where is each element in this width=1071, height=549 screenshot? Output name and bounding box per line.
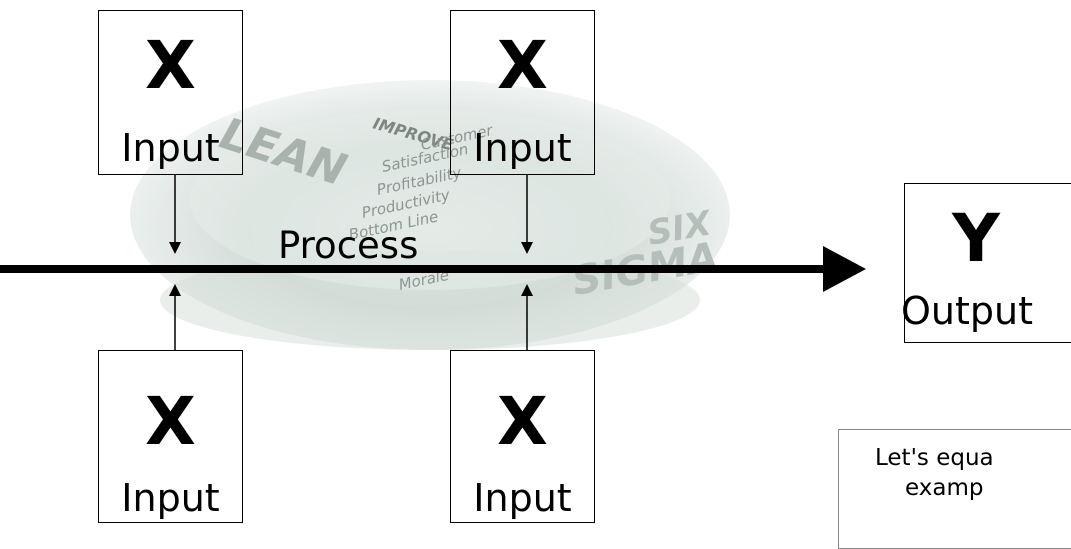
note-line-2: examp	[905, 474, 984, 501]
watermark-background: LEAN IMPROVE Customer Satisfaction Profi…	[130, 80, 730, 350]
input-label: Input	[473, 476, 572, 520]
note-line-1: Let's equa	[875, 445, 994, 471]
input-box-bottom-left: X Input	[98, 350, 243, 523]
output-variable: Y	[952, 200, 1000, 277]
input-variable: X	[497, 27, 548, 104]
input-label: Input	[473, 126, 572, 170]
input-label: Input	[121, 126, 220, 170]
input-box-top-right: X Input	[450, 10, 595, 175]
diagram-arrows	[0, 175, 866, 350]
input-box-bottom-right: X Input	[450, 350, 595, 523]
input-variable: X	[145, 383, 196, 460]
input-variable: X	[145, 27, 196, 104]
process-arrow-head	[823, 246, 866, 292]
input-variable: X	[497, 383, 548, 460]
note-box: Let's equa examp	[838, 429, 1071, 549]
process-label: Process	[278, 224, 419, 267]
output-label: Output	[901, 289, 1033, 333]
input-label: Input	[121, 476, 220, 520]
input-box-top-left: X Input	[98, 10, 243, 175]
output-box: Y Output	[901, 183, 1071, 343]
